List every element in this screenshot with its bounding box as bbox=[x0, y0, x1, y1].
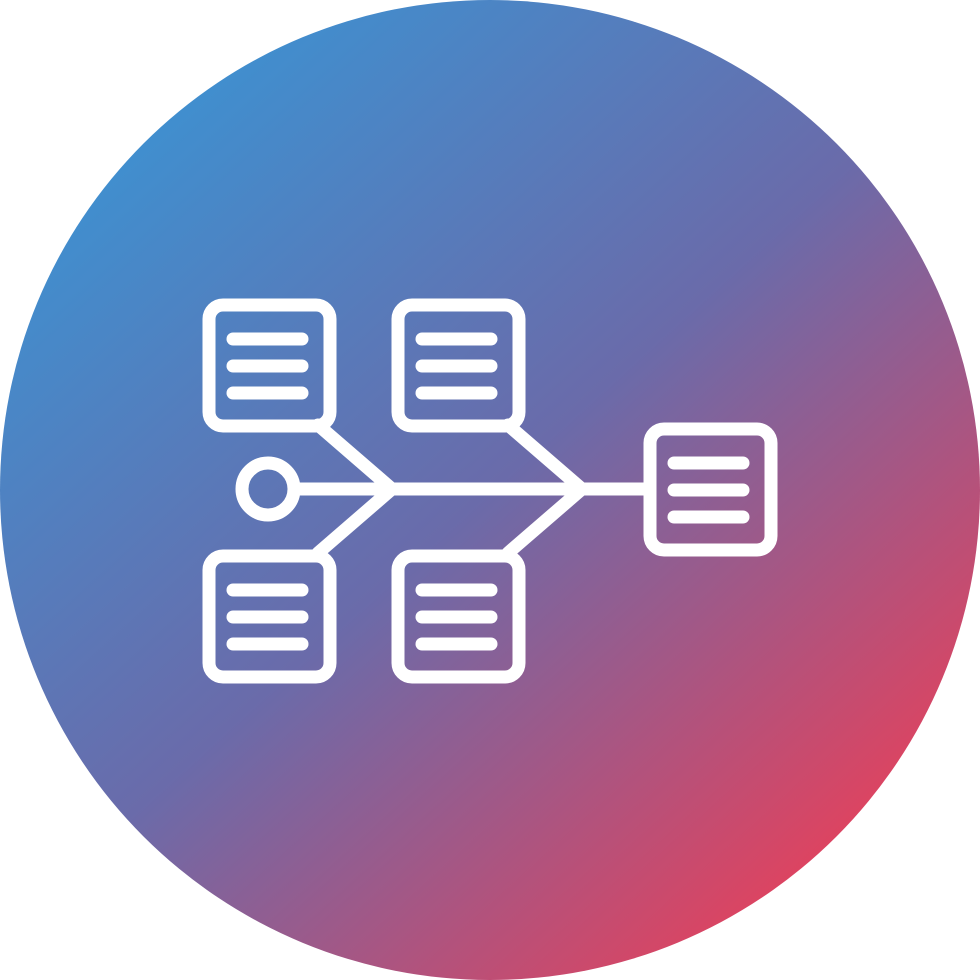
cause-box-top-left-icon bbox=[202, 298, 337, 433]
cause-box-top-middle-icon bbox=[391, 298, 526, 433]
bone-right-chevron bbox=[501, 418, 589, 560]
effect-box-right-icon bbox=[643, 422, 778, 557]
cause-box-bottom-middle-icon bbox=[391, 549, 526, 684]
cause-box-bottom-left-icon bbox=[202, 549, 337, 684]
bone-left-chevron bbox=[311, 418, 399, 560]
fishbone-lines bbox=[202, 298, 778, 684]
